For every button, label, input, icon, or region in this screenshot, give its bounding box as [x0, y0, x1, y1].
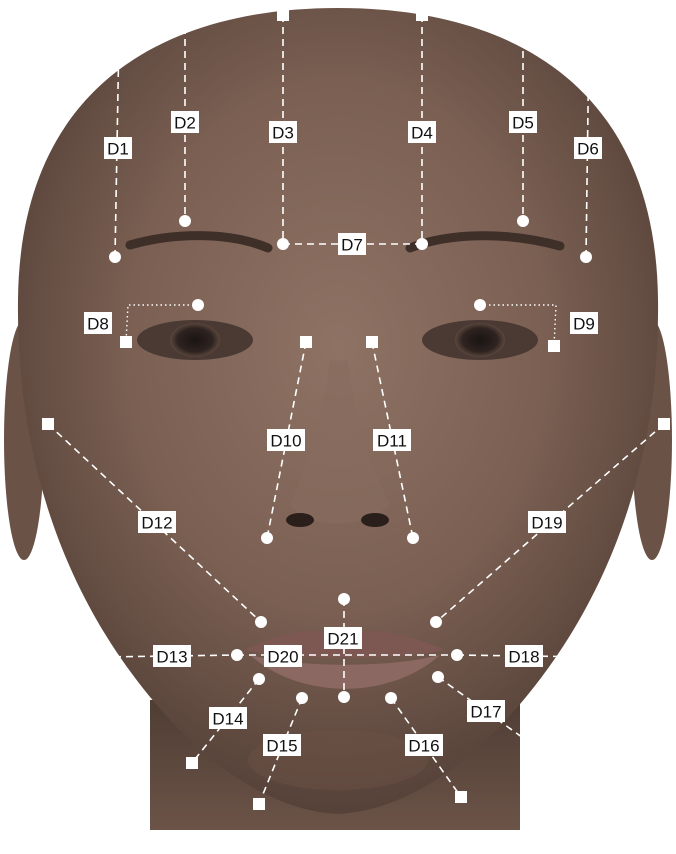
- landmark-square-marker: [113, 28, 125, 40]
- label-text-d1: D1: [107, 140, 129, 159]
- label-d4: D4: [408, 121, 436, 143]
- label-d6: D6: [574, 137, 602, 159]
- right-eye: [455, 323, 505, 357]
- label-text-d16: D16: [408, 737, 439, 756]
- label-text-d7: D7: [341, 236, 363, 255]
- landmark-circle-marker: [231, 649, 243, 661]
- landmark-square-marker: [583, 28, 595, 40]
- landmark-circle-marker: [407, 532, 419, 544]
- label-d9: D9: [570, 312, 598, 334]
- landmark-circle-marker: [385, 692, 397, 704]
- label-d16: D16: [405, 734, 443, 756]
- label-text-d14: D14: [212, 710, 243, 729]
- landmark-circle-marker: [338, 593, 350, 605]
- landmark-square-marker: [366, 336, 378, 348]
- label-d1: D1: [104, 137, 132, 159]
- landmark-circle-marker: [109, 251, 121, 263]
- label-text-d5: D5: [512, 114, 534, 133]
- label-d18: D18: [505, 645, 543, 667]
- landmark-circle-marker: [179, 215, 191, 227]
- label-d17: D17: [467, 700, 505, 722]
- label-d8: D8: [84, 312, 112, 334]
- label-text-d17: D17: [470, 703, 501, 722]
- left-nostril: [286, 513, 314, 527]
- label-text-d19: D19: [531, 514, 562, 533]
- landmark-square-marker: [253, 798, 265, 810]
- right-nostril: [361, 513, 389, 527]
- landmark-square-marker: [534, 744, 546, 756]
- label-text-d12: D12: [141, 514, 172, 533]
- landmark-circle-marker: [296, 692, 308, 704]
- landmark-square-marker: [517, 9, 529, 21]
- landmark-circle-marker: [451, 649, 463, 661]
- landmark-circle-marker: [430, 616, 442, 628]
- label-d21: D21: [324, 627, 362, 649]
- landmark-circle-marker: [277, 238, 289, 250]
- label-d3: D3: [269, 121, 297, 143]
- label-text-d20: D20: [267, 648, 298, 667]
- landmark-square-marker: [416, 9, 428, 21]
- landmark-square-marker: [120, 336, 132, 348]
- label-text-d2: D2: [174, 114, 196, 133]
- label-text-d9: D9: [573, 315, 595, 334]
- label-text-d21: D21: [327, 630, 358, 649]
- label-d15: D15: [263, 734, 301, 756]
- label-text-d18: D18: [508, 648, 539, 667]
- landmark-circle-marker: [474, 299, 486, 311]
- left-eye: [170, 323, 220, 357]
- landmark-square-marker: [548, 340, 560, 352]
- label-text-d8: D8: [87, 315, 109, 334]
- landmark-square-marker: [591, 651, 603, 663]
- label-d11: D11: [373, 429, 411, 451]
- label-text-d11: D11: [377, 432, 407, 451]
- landmark-square-marker: [179, 9, 191, 21]
- landmark-circle-marker: [432, 671, 444, 683]
- label-d14: D14: [209, 707, 247, 729]
- label-d12: D12: [138, 511, 176, 533]
- label-text-d3: D3: [272, 124, 294, 143]
- label-d10: D10: [267, 429, 305, 451]
- label-text-d15: D15: [266, 737, 297, 756]
- label-text-d4: D4: [411, 124, 433, 143]
- landmark-square-marker: [455, 791, 467, 803]
- landmark-circle-marker: [338, 691, 350, 703]
- label-d5: D5: [509, 111, 537, 133]
- landmark-square-marker: [96, 651, 108, 663]
- label-text-d13: D13: [156, 648, 187, 667]
- landmark-circle-marker: [580, 251, 592, 263]
- label-d2: D2: [171, 111, 199, 133]
- label-d19: D19: [528, 511, 566, 533]
- landmark-circle-marker: [255, 616, 267, 628]
- label-text-d6: D6: [577, 140, 599, 159]
- label-d13: D13: [153, 645, 191, 667]
- landmark-square-marker: [42, 418, 54, 430]
- label-d7: D7: [338, 233, 366, 255]
- landmark-square-marker: [300, 336, 312, 348]
- label-d20: D20: [264, 645, 302, 667]
- label-text-d10: D10: [270, 432, 301, 451]
- landmark-circle-marker: [192, 299, 204, 311]
- landmark-square-marker: [277, 9, 289, 21]
- landmark-square-marker: [186, 757, 198, 769]
- landmark-circle-marker: [253, 673, 265, 685]
- landmark-circle-marker: [517, 215, 529, 227]
- landmark-square-marker: [658, 418, 670, 430]
- landmark-circle-marker: [261, 532, 273, 544]
- landmark-circle-marker: [416, 238, 428, 250]
